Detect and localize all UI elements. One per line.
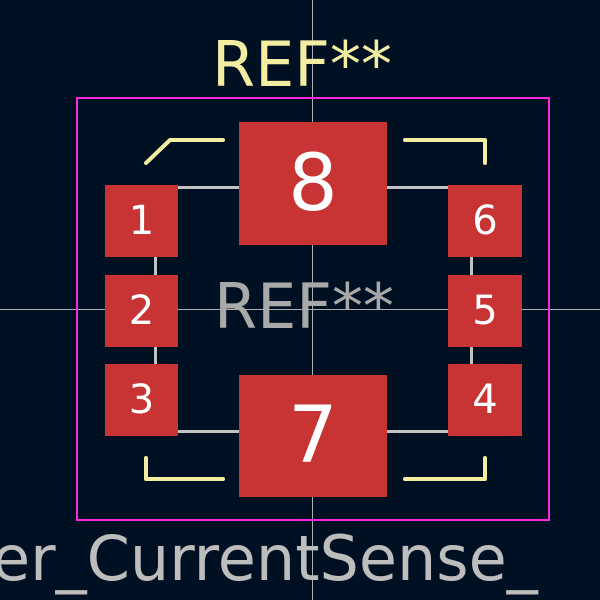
pad-5[interactable]: 5 [448, 275, 522, 347]
pad-6[interactable]: 6 [448, 185, 522, 257]
crosshair-vertical [312, 0, 313, 600]
reference-center-label[interactable]: REF** [214, 270, 394, 343]
footprint-value-label[interactable]: er_CurrentSense_ [0, 522, 538, 595]
courtyard-outline [76, 97, 550, 521]
silk-corner-top-right [403, 138, 487, 165]
silk-corner-top-left [144, 138, 225, 165]
reference-top-label[interactable]: REF** [212, 28, 392, 101]
pad-6-number: 6 [472, 198, 498, 244]
pad-7-number: 7 [288, 391, 338, 481]
pad-1-number: 1 [128, 198, 155, 244]
pad-3-number: 3 [128, 377, 155, 423]
pad-1[interactable]: 1 [105, 185, 178, 257]
crosshair-horizontal [0, 309, 600, 310]
pad-3[interactable]: 3 [105, 364, 178, 436]
pad-2[interactable]: 2 [105, 275, 178, 347]
pad-4[interactable]: 4 [448, 364, 522, 436]
pad-2-number: 2 [128, 288, 155, 334]
pad-4-number: 4 [472, 377, 498, 423]
pad-7[interactable]: 7 [239, 375, 387, 497]
pad-5-number: 5 [472, 288, 498, 334]
silk-corner-bottom-left [144, 456, 225, 481]
silk-corner-bottom-right [403, 456, 487, 481]
pad-8[interactable]: 8 [239, 122, 387, 245]
pad-8-number: 8 [288, 138, 338, 229]
